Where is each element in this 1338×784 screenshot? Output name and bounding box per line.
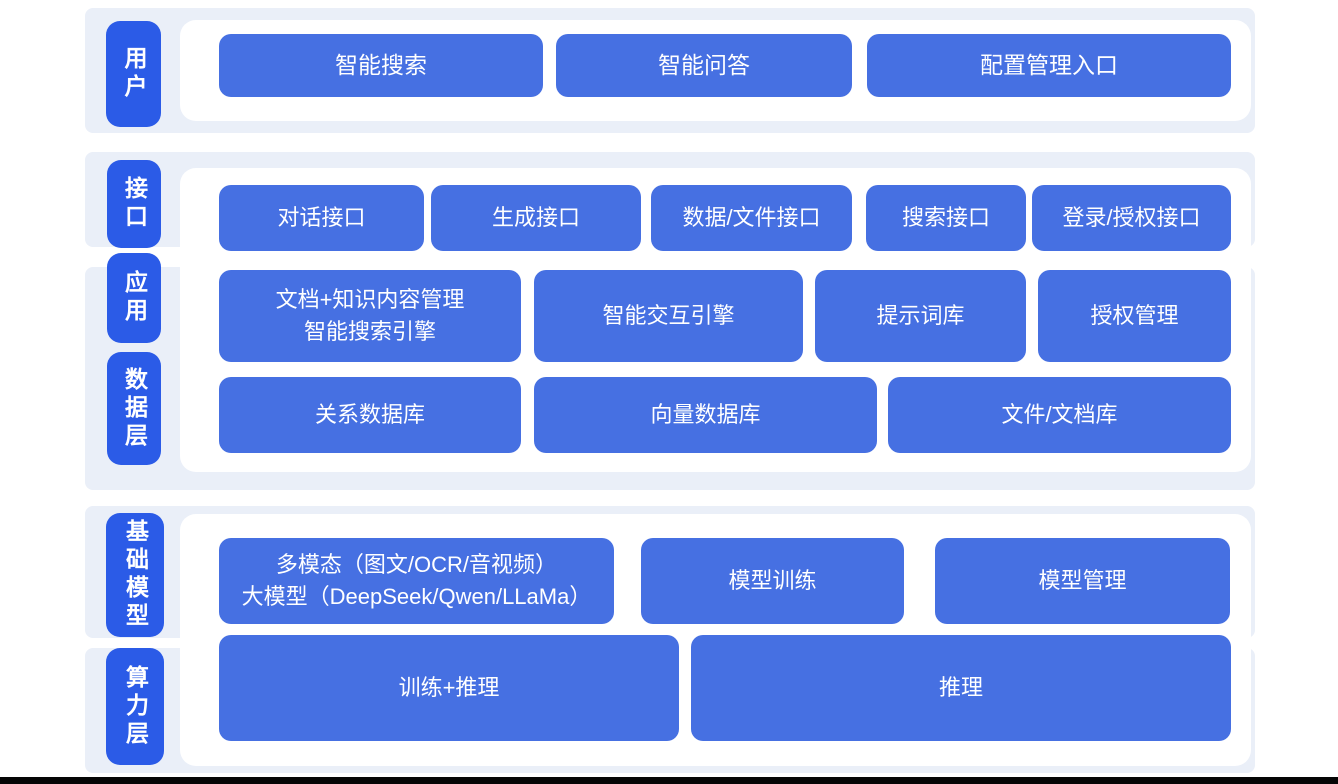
- node-doc-knowledge-search: 文档+知识内容管理 智能搜索引擎: [219, 270, 521, 362]
- node-search-api: 搜索接口: [866, 185, 1026, 251]
- node-file-doc-db: 文件/文档库: [888, 377, 1231, 453]
- layer-pill-interface-label: 接口: [121, 176, 148, 232]
- node-smart-qa: 智能问答: [556, 34, 852, 97]
- node-config-entry: 配置管理入口: [867, 34, 1231, 97]
- node-smart-qa-label: 智能问答: [658, 51, 750, 78]
- node-auth-mgmt-label: 授权管理: [1090, 303, 1179, 329]
- node-multimodal-llm: 多模态（图文/OCR/音视频） 大模型（DeepSeek/Qwen/LLaMa）: [219, 538, 614, 624]
- node-login-auth-api: 登录/授权接口: [1032, 185, 1231, 251]
- node-relational-db-label: 关系数据库: [314, 402, 425, 428]
- layer-pill-compute-label: 算力层: [122, 664, 149, 749]
- layer-pill-application-label: 应用: [121, 270, 148, 326]
- layer-pill-interface: 接口: [107, 160, 161, 248]
- node-model-mgmt-label: 模型管理: [1038, 568, 1127, 594]
- node-multimodal-llm-label: 多模态（图文/OCR/音视频） 大模型（DeepSeek/Qwen/LLaMa）: [241, 552, 592, 609]
- node-smart-search-label: 智能搜索: [335, 51, 427, 78]
- node-vector-db: 向量数据库: [534, 377, 877, 453]
- node-file-doc-db-label: 文件/文档库: [1001, 402, 1118, 428]
- node-auth-mgmt: 授权管理: [1038, 270, 1231, 362]
- node-model-training-label: 模型训练: [728, 568, 817, 594]
- node-training-inference-label: 训练+推理: [398, 675, 500, 701]
- layer-pill-compute: 算力层: [106, 648, 164, 765]
- layer-pill-user-label: 用户: [121, 46, 147, 102]
- node-dialog-api-label: 对话接口: [277, 205, 366, 231]
- layer-pill-foundation-model: 基础模型: [106, 513, 164, 637]
- node-inference: 推理: [691, 635, 1231, 741]
- node-inference-label: 推理: [938, 675, 983, 701]
- node-smart-search: 智能搜索: [219, 34, 543, 97]
- node-prompt-library: 提示词库: [815, 270, 1026, 362]
- node-interaction-engine-label: 智能交互引擎: [602, 303, 735, 329]
- layer-pill-foundation-model-label: 基础模型: [122, 519, 149, 631]
- node-doc-knowledge-search-label: 文档+知识内容管理 智能搜索引擎: [275, 287, 465, 344]
- layer-pill-user: 用户: [106, 21, 161, 127]
- node-relational-db: 关系数据库: [219, 377, 521, 453]
- node-vector-db-label: 向量数据库: [650, 402, 761, 428]
- node-interaction-engine: 智能交互引擎: [534, 270, 803, 362]
- layer-pill-data-label: 数据层: [121, 366, 148, 451]
- node-data-file-api-label: 数据/文件接口: [682, 205, 821, 231]
- node-model-training: 模型训练: [641, 538, 904, 624]
- node-prompt-library-label: 提示词库: [876, 303, 965, 329]
- node-config-entry-label: 配置管理入口: [980, 51, 1118, 78]
- node-model-mgmt: 模型管理: [935, 538, 1230, 624]
- node-dialog-api: 对话接口: [219, 185, 424, 251]
- node-search-api-label: 搜索接口: [901, 205, 990, 231]
- node-generate-api: 生成接口: [431, 185, 641, 251]
- node-generate-api-label: 生成接口: [491, 205, 580, 231]
- node-data-file-api: 数据/文件接口: [651, 185, 852, 251]
- bottom-edge-bar: [0, 777, 1338, 784]
- node-training-inference: 训练+推理: [219, 635, 679, 741]
- layer-pill-application: 应用: [107, 253, 161, 343]
- layer-pill-data: 数据层: [107, 352, 161, 465]
- node-login-auth-api-label: 登录/授权接口: [1062, 205, 1201, 231]
